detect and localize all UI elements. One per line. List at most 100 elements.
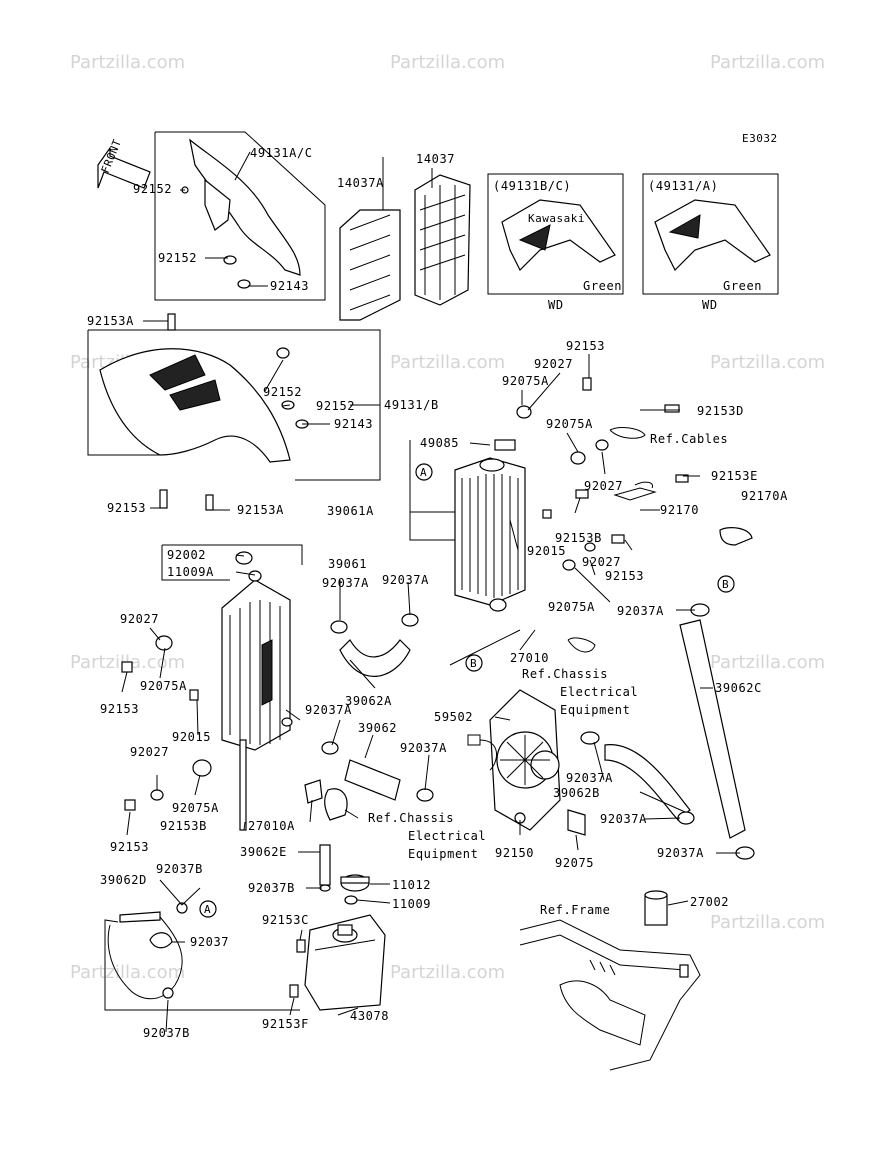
part-label-92037: 92037: [190, 935, 229, 949]
svg-text:(49131B/C): (49131B/C): [493, 179, 571, 193]
part-label-39062B: 39062B: [553, 786, 600, 800]
part-label-27010A: 27010A: [248, 819, 295, 833]
part-label-92153B: 92153B: [160, 819, 207, 833]
part-label-92153D: 92153D: [697, 404, 744, 418]
part-label-39062D: 39062D: [100, 873, 147, 887]
sensor-parts: [289, 779, 370, 998]
watermark: Partzilla.com: [710, 352, 825, 373]
radiator-guard-left: [339, 209, 401, 321]
part-label-39061A: 39061A: [327, 504, 374, 518]
part-label-39062C: 39062C: [715, 681, 762, 695]
part-label-49085: 49085: [420, 436, 459, 450]
part-label-92075: 92075: [555, 856, 594, 870]
part-label-92037A: 92037A: [305, 703, 352, 717]
svg-text:Green: Green: [583, 279, 622, 293]
circle-markers: A B B A: [199, 463, 735, 918]
part-label-92153: 92153: [605, 569, 644, 583]
part-label-92037A: 92037A: [566, 771, 613, 785]
reservoir-tank: [304, 914, 386, 1011]
inset-box-1: (49131B/C) Kawasaki Green WD: [487, 173, 624, 312]
part-label-14037A: 14037A: [337, 176, 384, 190]
svg-text:Green: Green: [723, 279, 762, 293]
part-label-27002: 27002: [690, 895, 729, 909]
part-label-92037A: 92037A: [382, 573, 429, 587]
shroud-top-group: [154, 131, 326, 301]
part-label-92143: 92143: [270, 279, 309, 293]
leader-lines: [104, 151, 740, 1033]
part-label-92152: 92152: [316, 399, 355, 413]
part-label-27010: 27010: [510, 651, 549, 665]
svg-text:(49131/A): (49131/A): [648, 179, 718, 193]
part-label-92152: 92152: [158, 251, 197, 265]
part-label-92037B: 92037B: [156, 862, 203, 876]
part-label-92153: 92153: [110, 840, 149, 854]
part-label-49131AC: 49131A/C: [250, 146, 313, 160]
part-label-39062A: 39062A: [345, 694, 392, 708]
part-label-92153C: 92153C: [262, 913, 309, 927]
ref-chassis: Electrical: [408, 829, 486, 843]
radiator-right: [409, 377, 753, 612]
part-label-59502: 59502: [434, 710, 473, 724]
part-label-92027: 92027: [584, 479, 623, 493]
part-label-92153A: 92153A: [237, 503, 284, 517]
part-label-92143: 92143: [334, 417, 373, 431]
part-label-92075A: 92075A: [546, 417, 593, 431]
ref-frame: Ref.Frame: [540, 903, 610, 917]
part-label-14037: 14037: [416, 152, 455, 166]
svg-text:B: B: [722, 578, 729, 591]
diagram-code: E3032: [742, 132, 778, 145]
svg-text:WD: WD: [548, 298, 564, 312]
fan-motor: [467, 637, 596, 836]
part-label-92037B: 92037B: [248, 881, 295, 895]
part-label-92152: 92152: [133, 182, 172, 196]
ref-chassis: Ref.Chassis: [368, 811, 454, 825]
part-label-92075A: 92075A: [140, 679, 187, 693]
watermark: Partzilla.com: [390, 352, 505, 373]
watermark: Partzilla.com: [390, 52, 505, 73]
ref-chassis: Electrical: [560, 685, 638, 699]
svg-text:A: A: [420, 466, 427, 479]
part-label-92037B: 92037B: [143, 1026, 190, 1040]
part-label-92075A: 92075A: [172, 801, 219, 815]
part-label-92153E: 92153E: [711, 469, 758, 483]
radiator-left: [121, 544, 303, 831]
part-label-39062E: 39062E: [240, 845, 287, 859]
part-label-92037A: 92037A: [400, 741, 447, 755]
part-label-49131B: 49131/B: [384, 398, 439, 412]
part-label-39062: 39062: [358, 721, 397, 735]
part-label-92075A: 92075A: [548, 600, 595, 614]
ref-chassis: Equipment: [408, 847, 478, 861]
part-label-11009A: 11009A: [167, 565, 214, 579]
part-labels: 49131A/C 92152 92152 92143 14037A 14037 …: [87, 146, 788, 1040]
frame: [519, 890, 701, 1071]
part-label-92002: 92002: [167, 548, 206, 562]
watermark: Partzilla.com: [70, 962, 185, 983]
watermark: Partzilla.com: [70, 52, 185, 73]
part-label-11012: 11012: [392, 878, 431, 892]
ref-chassis: Equipment: [560, 703, 630, 717]
part-label-92015: 92015: [527, 544, 566, 558]
part-label-92153A: 92153A: [87, 314, 134, 328]
part-label-92153: 92153: [107, 501, 146, 515]
watermark: Partzilla.com: [390, 962, 505, 983]
part-label-92170: 92170: [660, 503, 699, 517]
part-label-92015: 92015: [172, 730, 211, 744]
svg-text:WD: WD: [702, 298, 718, 312]
part-label-92037A: 92037A: [617, 604, 664, 618]
part-label-92027: 92027: [582, 555, 621, 569]
inset-box-2: (49131/A) Green WD: [642, 173, 779, 312]
hoses: [107, 603, 755, 1000]
radiator-guard-right: [414, 174, 471, 306]
part-label-92027: 92027: [120, 612, 159, 626]
svg-text:Kawasaki: Kawasaki: [528, 212, 585, 225]
part-label-92152: 92152: [263, 385, 302, 399]
ref-chassis: Ref.Chassis: [522, 667, 608, 681]
part-label-92170A: 92170A: [741, 489, 788, 503]
part-label-92037A: 92037A: [657, 846, 704, 860]
part-label-39061: 39061: [328, 557, 367, 571]
part-label-43078: 43078: [350, 1009, 389, 1023]
part-label-92075A: 92075A: [502, 374, 549, 388]
part-label-92153: 92153: [100, 702, 139, 716]
part-label-92150: 92150: [495, 846, 534, 860]
watermark: Partzilla.com: [710, 912, 825, 933]
